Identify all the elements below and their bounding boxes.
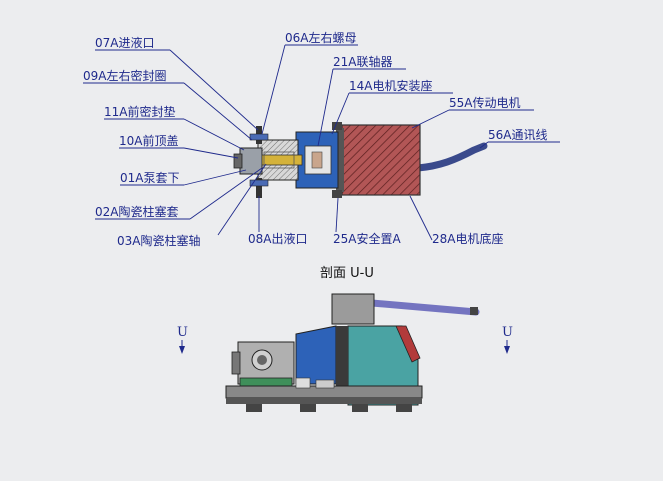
section-marker-right: U xyxy=(502,325,513,354)
mount-plate xyxy=(336,326,348,402)
label-08a: 08A出液口 xyxy=(248,231,307,246)
label-21a: 21A联轴器 xyxy=(333,54,392,69)
label-09a: 09A左右密封圈 xyxy=(83,68,166,83)
motor-flange xyxy=(336,128,344,192)
foot-3 xyxy=(352,404,368,412)
label-25a: 25A安全置A xyxy=(333,231,401,246)
leader-lines xyxy=(169,44,489,241)
foot-1 xyxy=(246,404,262,412)
safety-guard-top xyxy=(332,122,342,130)
assembly-view xyxy=(225,293,480,412)
foot-2 xyxy=(300,404,316,412)
coupling-block xyxy=(295,325,337,385)
label-03a: 03A陶瓷柱塞轴 xyxy=(117,233,200,248)
label-28a: 28A电机底座 xyxy=(432,231,503,246)
ceramic-sleeve-02a xyxy=(263,151,295,169)
cable xyxy=(368,299,480,316)
section-marker-left: U xyxy=(177,325,188,354)
right-labels: 06A左右螺母 21A联轴器 14A电机安装座 55A传动电机 56A通讯线 0… xyxy=(248,30,560,246)
label-10a: 10A前顶盖 xyxy=(119,133,178,148)
ceramic-plunger-03a xyxy=(261,154,303,166)
cable-56a xyxy=(414,142,488,172)
label-01a: 01A泵套下 xyxy=(120,171,179,185)
label-55a: 55A传动电机 xyxy=(449,95,520,110)
front-seal-11a xyxy=(233,153,243,169)
label-14a: 14A电机安装座 xyxy=(349,78,432,93)
label-07a: 07A进液口 xyxy=(95,35,154,50)
outlet-08a xyxy=(256,178,262,198)
motor-55a xyxy=(341,124,421,196)
svg-text:U: U xyxy=(502,325,513,340)
section-title: 剖面 U-U xyxy=(320,266,374,281)
foot-4 xyxy=(396,404,412,412)
left-labels: 07A进液口 09A左右密封圈 11A前密封垫 10A前顶盖 01A泵套下 02… xyxy=(83,35,200,248)
safety-guard-25a xyxy=(332,190,342,198)
motor-cylinder xyxy=(331,293,375,325)
label-06a: 06A左右螺母 xyxy=(285,30,356,45)
svg-text:U: U xyxy=(177,325,188,340)
label-56a: 56A通讯线 xyxy=(488,128,547,142)
nut-06a-top xyxy=(249,133,269,141)
label-02a: 02A陶瓷柱塞套 xyxy=(95,204,178,219)
nut-06a-bottom xyxy=(249,179,269,187)
label-11a: 11A前密封垫 xyxy=(104,104,175,119)
section-view xyxy=(233,122,488,198)
